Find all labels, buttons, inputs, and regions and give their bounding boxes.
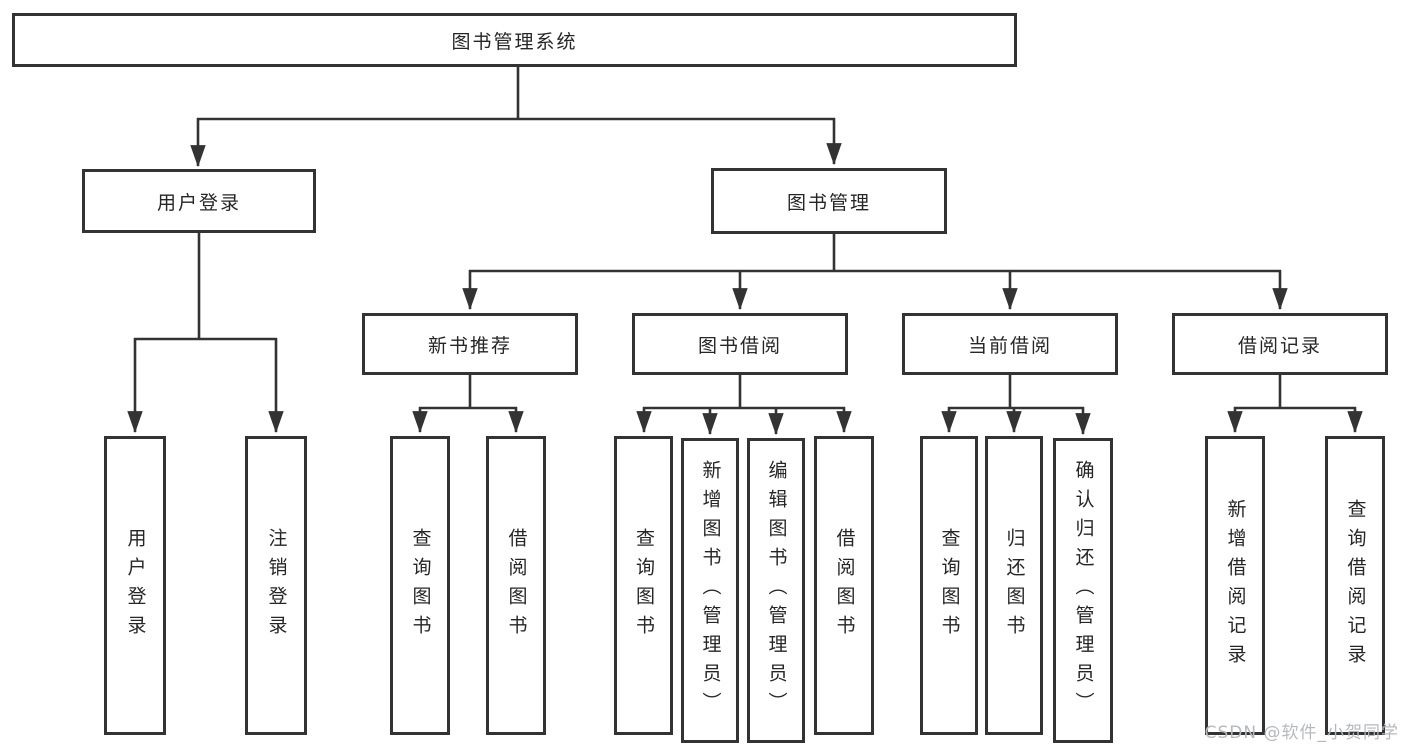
node-borrow-records: 借阅记录 [1172,313,1388,375]
node-root: 图书管理系统 [12,13,1017,67]
leaf-label: 确认归还（管理员） [1072,460,1095,721]
leaf-label: 借阅图书 [833,527,856,644]
leaf-add-book-admin: 新增图书（管理员） [681,438,739,743]
leaf-label: 新增借阅记录 [1224,498,1247,673]
leaf-label: 用户登录 [124,527,147,644]
node-current-borrow: 当前借阅 [902,313,1118,375]
leaf-borrow-books: 借阅图书 [814,436,874,735]
leaf-label: 注销登录 [265,527,288,644]
leaf-query-books-borrow: 查询图书 [614,436,673,735]
csdn-watermark: CSDN @软件_小贺同学 [1204,723,1399,743]
leaf-confirm-return-admin: 确认归还（管理员） [1053,438,1113,743]
leaf-query-books-current: 查询图书 [920,436,978,735]
leaf-label: 新增图书（管理员） [699,460,722,721]
node-book-borrow: 图书借阅 [632,313,848,375]
leaf-query-borrow-record: 查询借阅记录 [1325,436,1385,735]
leaf-label: 查询图书 [633,527,655,644]
node-new-book-recommend: 新书推荐 [362,313,578,375]
leaf-query-books-recommend: 查询图书 [390,436,450,735]
leaf-logout: 注销登录 [245,436,307,735]
node-user-login: 用户登录 [82,169,316,233]
leaf-label: 归还图书 [1003,527,1026,644]
leaf-label: 借阅图书 [505,527,528,644]
leaf-label: 查询借阅记录 [1344,498,1367,673]
leaf-label: 编辑图书（管理员） [765,460,788,721]
node-book-management: 图书管理 [711,168,947,234]
leaf-return-books: 归还图书 [985,436,1043,735]
leaf-user-login: 用户登录 [104,436,166,735]
leaf-edit-book-admin: 编辑图书（管理员） [747,438,805,743]
leaf-label: 查询图书 [938,527,961,644]
leaf-label: 查询图书 [409,527,432,644]
leaf-borrow-books-recommend: 借阅图书 [486,436,546,735]
leaf-add-borrow-record: 新增借阅记录 [1205,436,1265,735]
